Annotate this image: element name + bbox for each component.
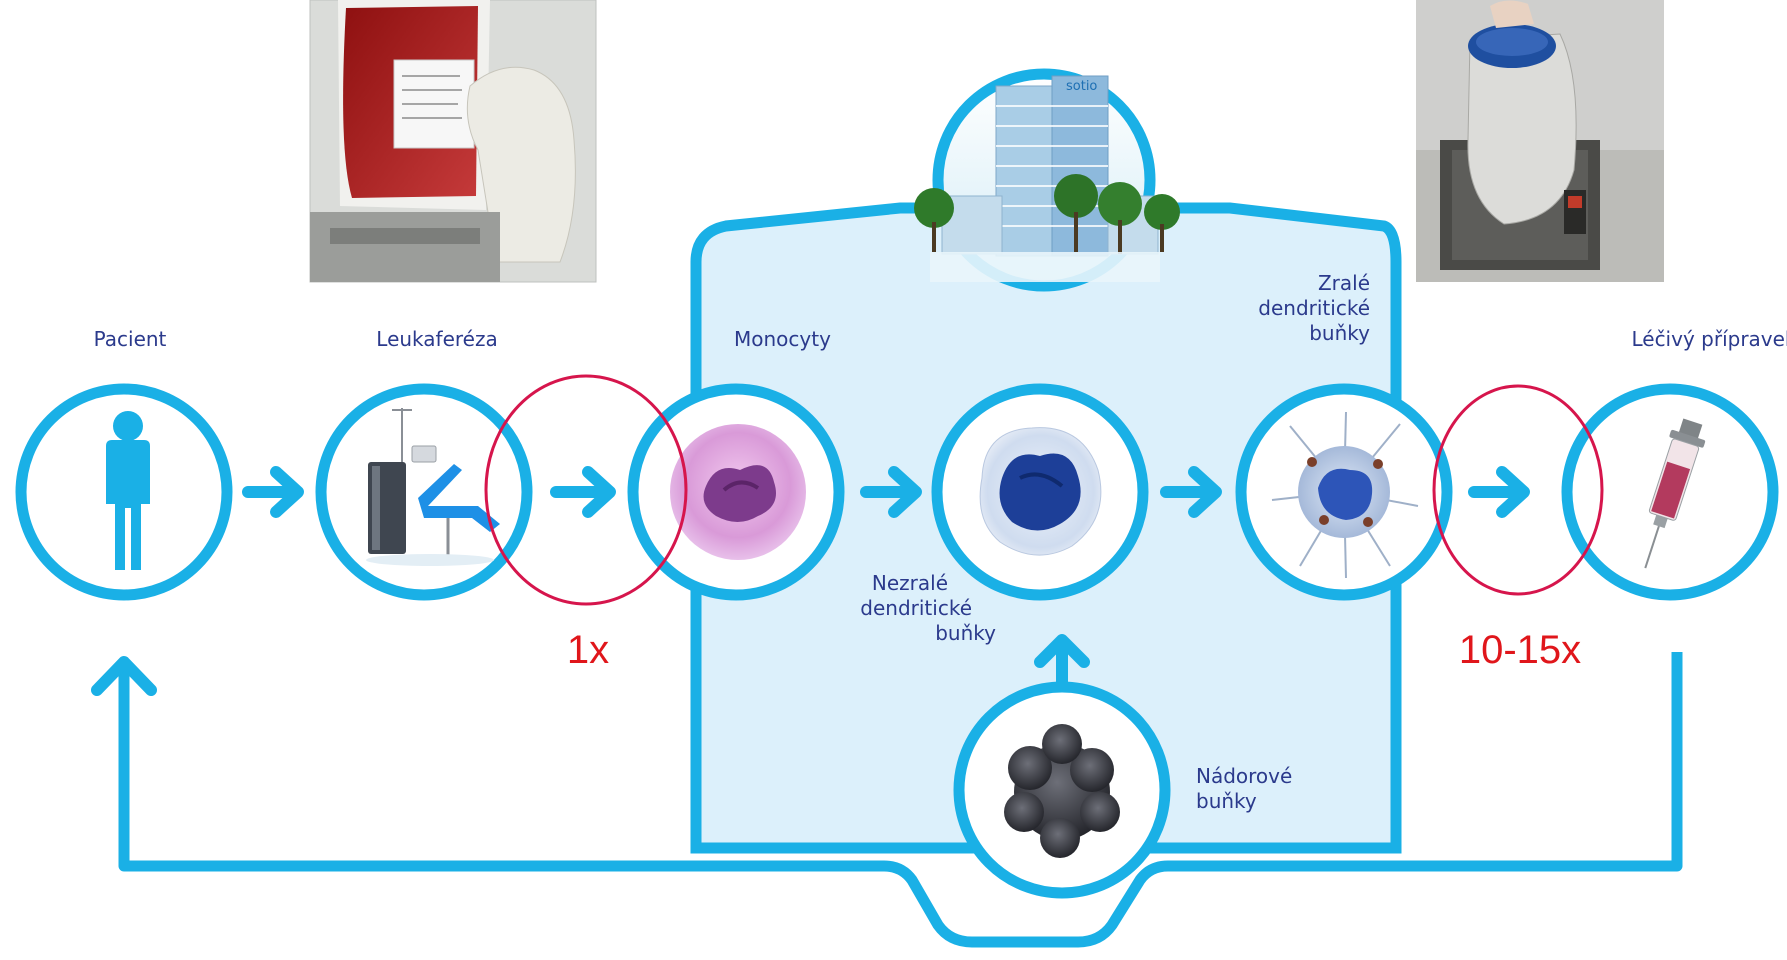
blood-bag-photo — [309, 0, 597, 283]
step-circle-zrale — [1235, 383, 1453, 601]
person-icon — [106, 411, 150, 570]
arrow-3-icon — [860, 466, 922, 518]
step-circle-monocyty — [627, 383, 845, 601]
tumor-cell-icon — [1004, 724, 1120, 858]
monocyte-cell-icon — [670, 424, 806, 560]
leukapheresis-chair-icon — [366, 408, 500, 566]
annotation-1x: 1x — [566, 628, 610, 672]
cryo-container-photo — [1416, 0, 1664, 282]
step-circle-pacient — [15, 383, 233, 601]
highlight-ellipse-1 — [484, 374, 688, 606]
step-circle-pripravek — [1561, 383, 1779, 601]
arrow-4-icon — [1160, 466, 1222, 518]
return-arrowhead-icon — [91, 656, 157, 696]
sotio-building-circle: sotio — [914, 68, 1180, 292]
label-nadorove: Nádorové buňky — [1196, 764, 1292, 814]
sotio-building-icon: sotio — [914, 75, 1180, 282]
return-loop — [118, 652, 1683, 948]
label-zrale-line-3: buňky — [1309, 321, 1370, 345]
label-nezrale-line-1: Nezralé — [871, 571, 948, 595]
label-leukafereza: Leukaferéza — [376, 327, 498, 351]
arrow-1-icon — [242, 466, 304, 518]
label-pripravek: Léčivý přípravek — [1631, 327, 1787, 351]
building-logo-text: sotio — [1066, 79, 1097, 94]
label-nezrale-line-2: dendritické — [860, 596, 972, 620]
label-monocyty: Monocyty — [734, 327, 831, 351]
arrow-5-icon — [1468, 466, 1530, 518]
syringe-icon — [1644, 418, 1706, 569]
label-nezrale-line-3: buňky — [935, 621, 996, 645]
label-pacient: Pacient — [93, 327, 167, 351]
immature-dendritic-cell-icon — [979, 427, 1102, 556]
annotation-10-15x: 10-15x — [1458, 628, 1582, 672]
step-circle-leukafereza — [315, 383, 533, 601]
label-nadorove-line-2: buňky — [1196, 789, 1257, 813]
highlight-ellipse-2 — [1432, 384, 1604, 596]
label-nezrale: Nezralé dendritické buňky — [820, 571, 996, 646]
label-nadorove-line-1: Nádorové — [1196, 764, 1293, 788]
label-zrale-line-1: Zralé — [1317, 271, 1370, 295]
label-zrale: Zralé dendritické buňky — [1238, 271, 1370, 346]
label-zrale-line-2: dendritické — [1258, 296, 1370, 320]
mature-dendritic-cell-icon — [1271, 411, 1419, 579]
step-circle-nezrale — [931, 383, 1149, 601]
step-circle-nadorove — [953, 681, 1171, 899]
arrow-2-icon — [550, 466, 616, 518]
